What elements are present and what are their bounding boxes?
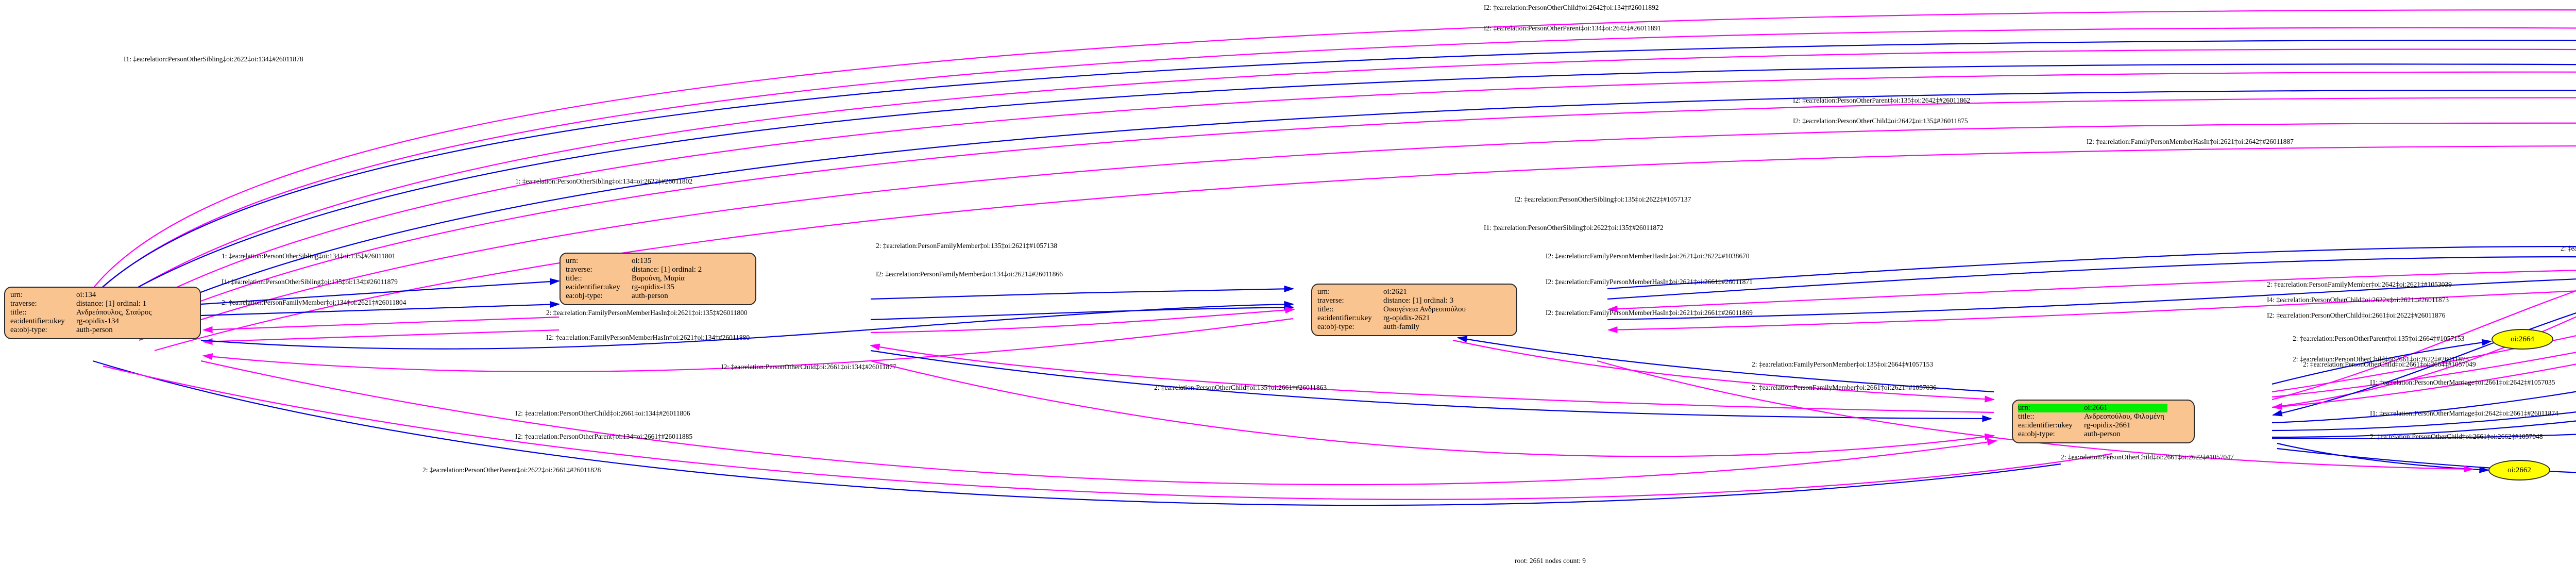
edge-label: 2: ‡ea:relation:PersonOtherParent‡oi:262… <box>422 466 601 474</box>
node-oi2661-objtype: auth-person <box>2084 430 2121 438</box>
node-oi135-objtype: auth-person <box>632 292 668 300</box>
edge-label: I2: ‡ea:relation:FamilyPersonMemberHasIn… <box>1546 278 1753 286</box>
field-label-objtype: ea:obj-type: <box>1317 323 1354 331</box>
field-label-urn: urn: <box>1317 288 1330 296</box>
edge-label: 2: ‡ea:relation:PersonOtherChild‡oi:135‡… <box>1154 384 1327 391</box>
node-oi2664-urn: oi:2664 <box>2511 335 2534 343</box>
node-oi2661-ukey: rg-opidix-2661 <box>2084 421 2131 429</box>
node-oi135-title: Βαρούνη, Μαρία <box>632 274 685 283</box>
node-oi134-urn: oi:134 <box>76 291 96 299</box>
edge-label: I2: ‡ea:relation:PersonOtherParent‡oi:13… <box>515 433 693 440</box>
node-oi2664[interactable]: oi:2664 <box>2492 329 2553 350</box>
edge-label: I4: ‡ea:relation:PersonOtherChild‡oi:262… <box>2267 296 2449 304</box>
edge-label: 2: ‡ea:relation:FamilyPersonMemberHasIn‡… <box>2561 244 2576 252</box>
node-oi2621-urn: oi:2621 <box>1383 288 1407 296</box>
field-label-objtype: ea:obj-type: <box>566 292 603 300</box>
node-oi2621-title: Οικογένεια Ανδρεοπούλου <box>1383 305 1466 313</box>
node-oi2661-title: Ανδρεοπούλου, Φιλομένη <box>2084 412 2164 421</box>
field-label-traverse: traverse: <box>10 300 37 308</box>
edge-label: I2: ‡ea:relation:PersonOtherParent‡oi:13… <box>1793 96 1971 104</box>
edge-label: 2: ‡ea:relation:PersonOtherChild‡oi:2661… <box>2061 453 2234 461</box>
node-oi135-urn: oi:135 <box>632 257 652 265</box>
edge-label: 2: ‡ea:relation:PersonFamilyMember‡oi:13… <box>876 242 1058 250</box>
edge-label: 2: ‡ea:relation:PersonFamilyMember‡oi:13… <box>222 299 406 306</box>
edge-label: 1: ‡ea:relation:PersonOtherSibling‡oi:13… <box>515 177 693 185</box>
field-label-ukey: ea:identifier:ukey <box>566 283 620 291</box>
field-label-ukey: ea:identifier:ukey <box>2018 421 2073 429</box>
node-oi134-title: Ανδρεόπουλος, Σταύρος <box>76 308 152 317</box>
node-oi134[interactable]: urn: oi:134 traverse: distance: [1] ordi… <box>4 287 201 339</box>
node-oi2621-objtype: auth-family <box>1383 323 1419 331</box>
edge-label: 2: ‡ea:relation:PersonFamilyMember‡oi:26… <box>1752 384 1937 391</box>
edge-label: 2: ‡ea:relation:PersonOtherParent‡oi:135… <box>2293 335 2465 342</box>
field-label-objtype: ea:obj-type: <box>2018 430 2055 438</box>
edge-label: I2: ‡ea:relation:PersonOtherChild‡oi:266… <box>2267 311 2446 319</box>
edge-label: I2: ‡ea:relation:PersonFamilyMember‡oi:1… <box>876 270 1063 278</box>
node-oi135[interactable]: urn: oi:135 traverse: distance: [1] ordi… <box>560 253 756 305</box>
field-label-title: title:: <box>566 274 582 283</box>
edge-label: 2: ‡ea:relation:PersonOtherChild‡oi:2661… <box>2293 355 2469 363</box>
edge-label: I2: ‡ea:relation:FamilyPersonMemberHasIn… <box>2087 138 2294 145</box>
edge-label: 2: ‡ea:relation:PersonOtherChild‡oi:2661… <box>2370 433 2543 440</box>
edge-label: I1: ‡ea:relation:PersonOtherSibling‡oi:1… <box>222 278 398 286</box>
field-label-traverse: traverse: <box>566 266 592 274</box>
edge-label: 1: ‡ea:relation:PersonOtherSibling‡oi:13… <box>222 252 396 260</box>
field-label-urn: urn: <box>566 257 579 265</box>
field-label-ukey: ea:identifier:ukey <box>10 317 65 325</box>
edge-label: I1: ‡ea:relation:PersonOtherMarriage‡oi:… <box>2370 409 2558 417</box>
edge-label: I2: ‡ea:relation:PersonOtherParent‡oi:13… <box>1484 24 1662 32</box>
edge-label: 2: ‡ea:relation:PersonOtherChild‡oi:2661… <box>2303 360 2476 368</box>
field-label-title: title:: <box>10 308 27 317</box>
node-oi134-traverse: distance: [1] ordinal: 1 <box>76 300 147 308</box>
edge-label: I2: ‡ea:relation:FamilyPersonMemberHasIn… <box>1546 252 1750 260</box>
edge-label: I2: ‡ea:relation:PersonOtherSibling‡oi:1… <box>1515 195 1691 203</box>
node-oi2621-ukey: rg-opidix-2621 <box>1383 314 1430 322</box>
node-oi2662-urn: oi:2662 <box>2507 466 2531 474</box>
node-oi134-objtype: auth-person <box>76 326 113 334</box>
field-label-urn: urn: <box>10 291 23 299</box>
field-label-urn: urn: <box>2018 404 2082 412</box>
field-label-ukey: ea:identifier:ukey <box>1317 314 1372 322</box>
edge-label: 2: ‡ea:relation:PersonFamilyMember‡oi:26… <box>2267 280 2452 288</box>
field-label-title: title:: <box>1317 305 1334 313</box>
node-oi2662[interactable]: oi:2662 <box>2488 460 2550 480</box>
edge-label: I2: ‡ea:relation:PersonOtherChild‡oi:266… <box>721 363 896 371</box>
edge-label: I2: ‡ea:relation:FamilyPersonMemberHasIn… <box>1546 309 1753 317</box>
node-oi135-ukey: rg-opidix-135 <box>632 283 675 291</box>
edge-label: I1: ‡ea:relation:PersonOtherSibling‡oi:2… <box>124 55 303 63</box>
edge-label: I1: ‡ea:relation:PersonOtherSibling‡oi:2… <box>1484 224 1664 231</box>
node-oi134-ukey: rg-opidix-134 <box>76 317 120 325</box>
edge-label: 2: ‡ea:relation:FamilyPersonMember‡oi:13… <box>1752 360 1934 368</box>
node-oi2661[interactable]: urn: oi:2661 title:: Ανδρεοπούλου, Φιλομ… <box>2012 400 2195 443</box>
node-oi2621-traverse: distance: [1] ordinal: 3 <box>1383 296 1454 305</box>
field-label-title: title:: <box>2018 412 2035 421</box>
field-label-traverse: traverse: <box>1317 296 1344 305</box>
edge-label: I2: ‡ea:relation:FamilyPersonMemberHasIn… <box>546 334 750 341</box>
field-label-objtype: ea:obj-type: <box>10 326 47 334</box>
graph-footer: root: 2661 nodes count: 9 <box>1515 557 1586 565</box>
edge-label: I2: ‡ea:relation:PersonOtherChild‡oi:264… <box>1793 117 1968 125</box>
node-oi135-traverse: distance: [1] ordinal: 2 <box>632 266 702 274</box>
edge-label: 2: ‡ea:relation:FamilyPersonMemberHasIn‡… <box>546 309 748 317</box>
node-oi2661-urn: oi:2661 <box>2082 404 2167 412</box>
node-oi2621[interactable]: urn: oi:2621 traverse: distance: [1] ord… <box>1311 284 1517 336</box>
edge-label: I1: ‡ea:relation:PersonOtherMarriage‡oi:… <box>2370 378 2555 386</box>
edge-label: I2: ‡ea:relation:PersonOtherChild‡oi:264… <box>1484 4 1659 11</box>
edge-label: I2: ‡ea:relation:PersonOtherChild‡oi:266… <box>515 409 690 417</box>
